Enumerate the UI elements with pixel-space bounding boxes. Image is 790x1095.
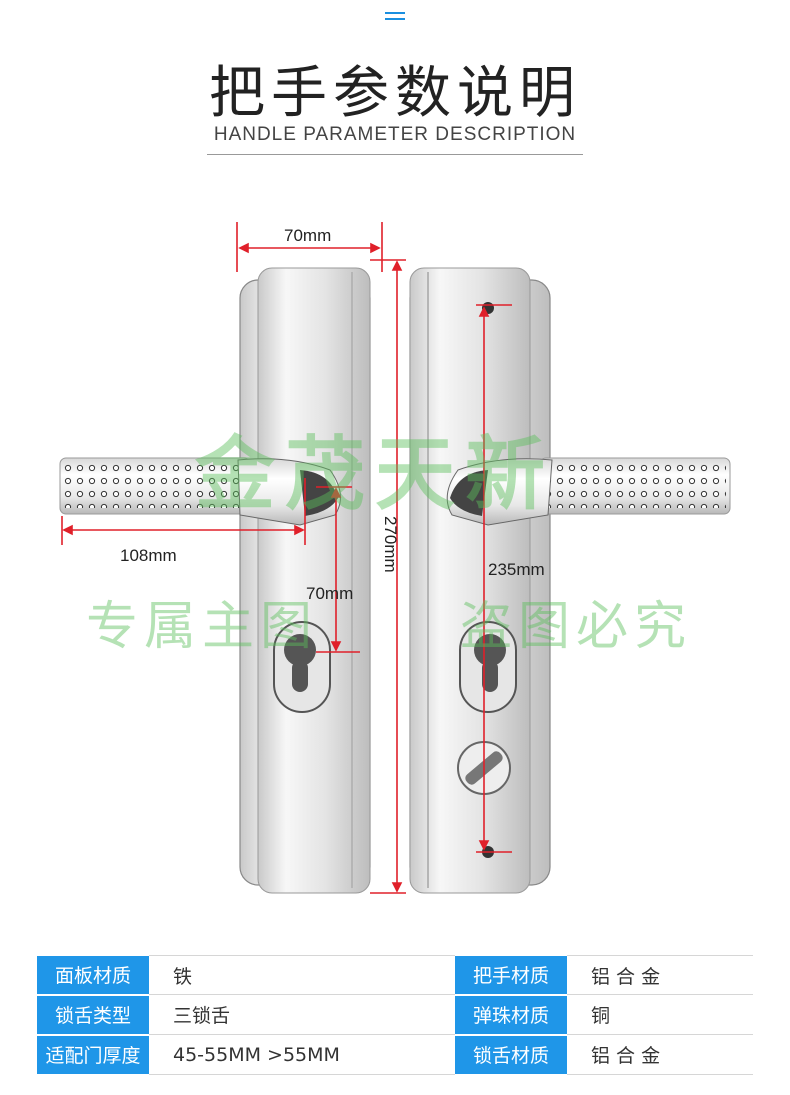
spec-value: 铜 <box>567 994 753 1035</box>
dimension-label-handle-length: 108mm <box>120 546 177 565</box>
spec-value: 铝 合 金 <box>567 955 753 995</box>
spec-table: 面板材质 铁 把手材质 铝 合 金 锁舌类型 三锁舌 弹珠材质 铜 适配门厚度 … <box>37 955 753 1076</box>
table-row: 适配门厚度 45-55MM >55MM 锁舌材质 铝 合 金 <box>37 1034 753 1076</box>
spec-key: 把手材质 <box>455 955 567 996</box>
watermark-brand: 金茂天新 <box>195 428 555 521</box>
left-plate <box>239 267 371 894</box>
dimension-label-handle-offset: 70mm <box>306 584 354 603</box>
spec-value: 三锁舌 <box>149 994 455 1035</box>
spec-value: 45-55MM >55MM <box>149 1034 455 1075</box>
spec-key: 弹珠材质 <box>455 994 567 1036</box>
page-title: 把手参数说明 <box>209 61 581 126</box>
right-lever <box>446 457 731 526</box>
left-cylinder <box>273 621 331 713</box>
top-decor-mark <box>385 12 405 22</box>
table-row: 锁舌类型 三锁舌 弹珠材质 铜 <box>37 994 753 1036</box>
watermark-right: 盗图必究 <box>460 597 693 657</box>
subtitle-divider <box>207 154 583 155</box>
dimension-label-width: 70mm <box>284 226 332 245</box>
table-row: 面板材质 铁 把手材质 铝 合 金 <box>37 955 753 996</box>
page-subtitle: HANDLE PARAMETER DESCRIPTION <box>213 124 577 145</box>
spec-key: 适配门厚度 <box>37 1034 149 1076</box>
spec-key: 面板材质 <box>37 955 149 996</box>
right-plate <box>409 267 551 894</box>
watermark-left: 专属主图 <box>86 597 319 657</box>
handle-diagram <box>59 222 731 894</box>
spec-value: 铁 <box>149 955 455 995</box>
spec-value: 铝 合 金 <box>567 1034 753 1075</box>
spec-key: 锁舌类型 <box>37 994 149 1036</box>
dimension-label-hole-spacing: 235mm <box>488 560 545 579</box>
spec-key: 锁舌材质 <box>455 1034 567 1076</box>
right-cylinder <box>459 621 517 713</box>
dimension-lines <box>61 222 512 894</box>
left-lever <box>59 457 341 526</box>
